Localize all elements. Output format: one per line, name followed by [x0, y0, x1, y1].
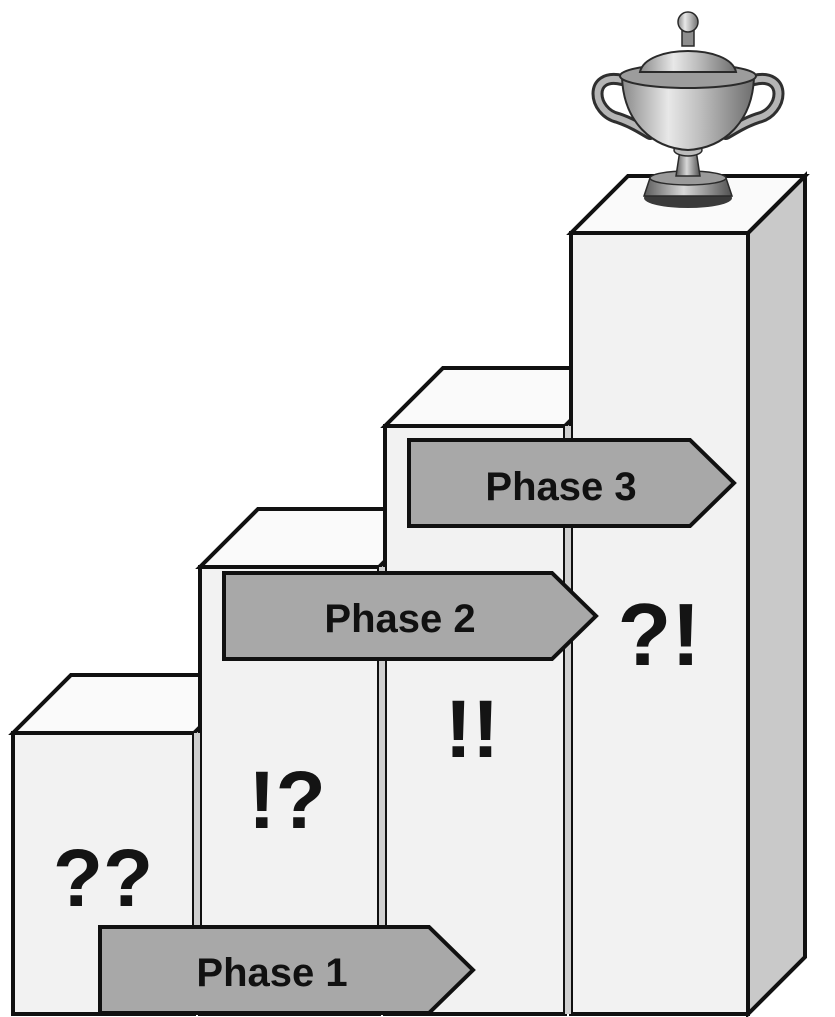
step-4-front-face	[569, 231, 750, 1016]
step-2-top-face	[195, 507, 387, 569]
phase-3-arrow-shape	[407, 438, 737, 528]
phase-1-arrow: Phase 1	[98, 925, 476, 1015]
phase-1-arrow-shape	[98, 925, 476, 1015]
phase-3-arrow: Phase 3	[407, 438, 737, 528]
phase-2-arrow-shape	[222, 571, 599, 661]
step-3-top-face	[380, 366, 573, 428]
step-1-top-face	[8, 673, 202, 735]
step-2-mark: !?	[248, 755, 325, 846]
phase-2-arrow: Phase 2	[222, 571, 599, 661]
trophy-cup-icon	[591, 11, 785, 208]
phase-2-label: Phase 2	[324, 597, 475, 641]
step-4-mark: ?!	[617, 585, 700, 684]
step-3-mark: !!	[445, 684, 500, 775]
step-1-mark: ??	[53, 833, 153, 924]
step-4-block	[566, 171, 810, 1017]
phase-3-label: Phase 3	[485, 465, 636, 509]
step-4-side-face	[746, 171, 807, 1017]
phase-1-label: Phase 1	[196, 951, 347, 995]
